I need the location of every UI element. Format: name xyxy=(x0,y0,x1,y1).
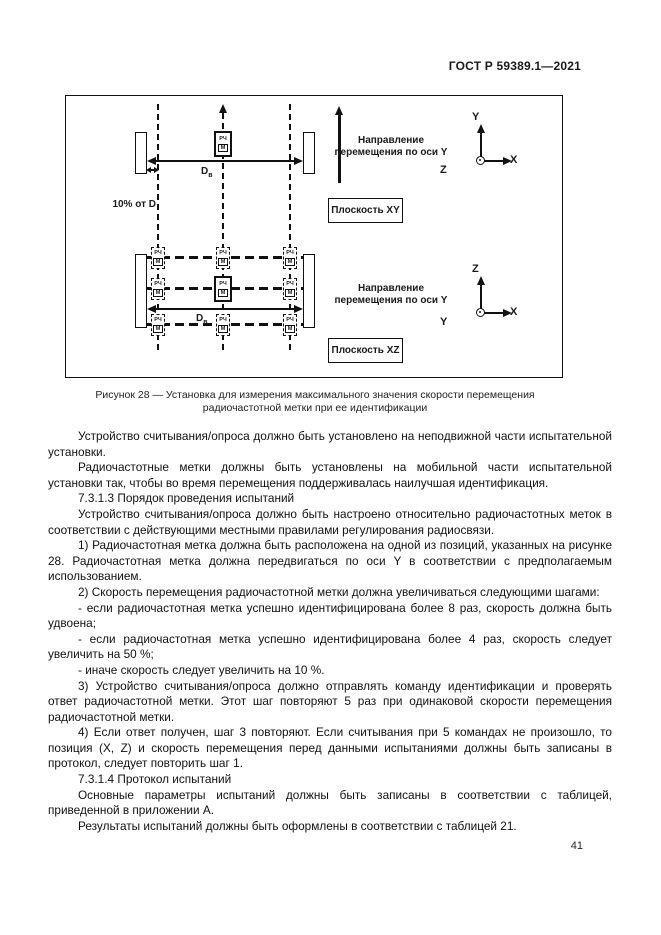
paragraph: Результаты испытаний должны быть оформле… xyxy=(78,818,517,833)
axis-label-x: X xyxy=(510,306,518,318)
paragraph: Радиочастотные метки должны быть установ… xyxy=(48,460,612,490)
coordinate-axes-xz: Z X Y xyxy=(440,263,518,328)
list-item: 4) Если ответ получен, шаг 3 повторяют. … xyxy=(48,725,612,771)
antenna-left-xz xyxy=(135,254,147,328)
figure-caption: Рисунок 28 — Установка для измерения мак… xyxy=(65,389,565,415)
list-item: - иначе скорость следует увеличить на 10… xyxy=(78,662,325,677)
figure-caption-line2: радиочастотной метки при ее идентификаци… xyxy=(202,402,428,414)
axis-label-z: Z xyxy=(440,164,447,176)
axis-origin-icon xyxy=(476,156,485,165)
axis-label-x: X xyxy=(510,154,518,166)
antenna-right-xz xyxy=(303,254,315,328)
axis-label-y: Y xyxy=(440,316,448,328)
figure-28-diagram: Dв 10% от D РЧ М Направление перемещения… xyxy=(65,95,563,378)
direction-label-xz: Направление перемещения по оси Y xyxy=(334,283,448,306)
path-line-center-xy xyxy=(222,113,224,241)
list-item: 1) Радиочастотная метка должна быть расп… xyxy=(48,538,612,584)
direction-label-xy: Направление перемещения по оси Y xyxy=(334,135,448,158)
axis-label-y: Y xyxy=(472,111,480,123)
body-text: Устройство считывания/опроса должно быть… xyxy=(48,429,612,834)
offset-arrow-xy xyxy=(146,167,159,173)
list-item: 3) Устройство считывания/опроса должно о… xyxy=(48,678,612,724)
path-line-right-xy xyxy=(289,104,291,241)
distance-arrow-xy xyxy=(147,157,303,165)
coordinate-axes-xy: Y X Z xyxy=(440,111,518,176)
paragraph: Устройство считывания/опроса должно быть… xyxy=(48,429,612,459)
axis-origin-icon xyxy=(476,308,485,317)
plane-label-xz: Плоскость XZ xyxy=(328,338,403,363)
distance-label-xz: Dв xyxy=(196,313,208,326)
paragraph: Основные параметры испытаний должны быть… xyxy=(48,787,612,818)
path-arrowhead-xy xyxy=(219,104,227,113)
direction-arrow-xy xyxy=(334,106,344,183)
list-item: - если радиочастотная метка успешно иден… xyxy=(48,600,612,631)
distance-label-xy: Dв xyxy=(201,166,213,179)
antenna-left-xy xyxy=(135,132,147,174)
section-heading-7314: 7.3.1.4 Протокол испытаний xyxy=(78,772,232,787)
offset-label: 10% от D xyxy=(112,199,156,210)
page-number: 41 xyxy=(570,840,583,852)
list-item: - если радиочастотная метка успешно иден… xyxy=(48,631,612,662)
figure-caption-line1: Рисунок 28 — Установка для измерения мак… xyxy=(95,389,535,401)
standard-header: ГОСТ Р 59389.1—2021 xyxy=(448,59,581,73)
axis-label-z: Z xyxy=(472,263,479,275)
distance-arrow-xz xyxy=(147,305,303,313)
rf-tag-xy: РЧ М xyxy=(214,131,232,157)
paragraph: Устройство считывания/опроса должно быть… xyxy=(48,506,612,537)
antenna-right-xy xyxy=(303,132,315,174)
section-heading-7313: 7.3.1.3 Порядок проведения испытаний xyxy=(78,491,295,506)
list-item: 2) Скорость перемещения радиочастотной м… xyxy=(78,584,600,599)
plane-label-xy: Плоскость XY xyxy=(328,198,403,223)
